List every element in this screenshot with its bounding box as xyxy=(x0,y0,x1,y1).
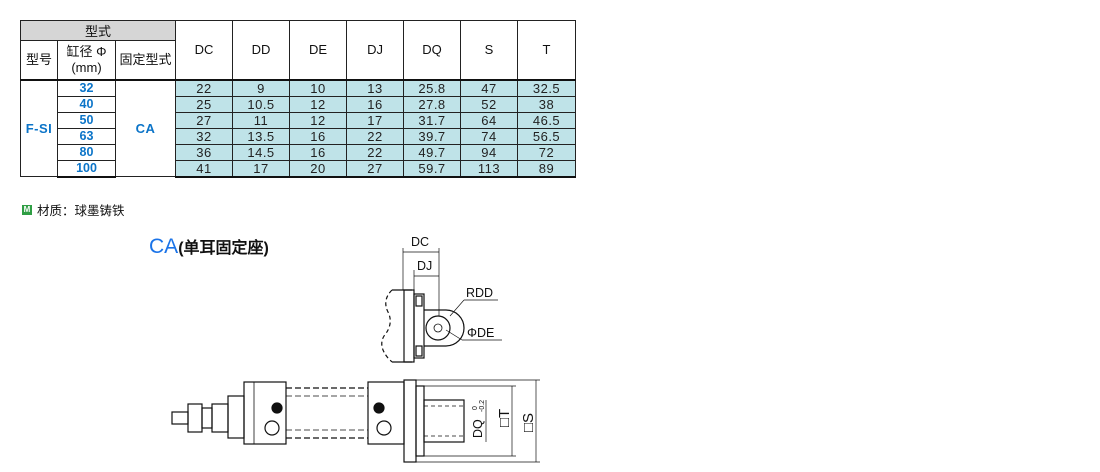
col-header-t: T xyxy=(517,20,577,80)
value-cell-dj: 22 xyxy=(346,127,405,145)
value-cell-dd: 14.5 xyxy=(232,143,291,161)
value-cell-dd: 17 xyxy=(232,159,291,178)
col-header-bore: 缸径 Φ (mm) xyxy=(57,40,116,80)
col-header-dc: DC xyxy=(175,20,234,80)
value-cell-dd: 13.5 xyxy=(232,127,291,145)
value-cell-dd: 9 xyxy=(232,79,291,97)
cylinder-side-view xyxy=(171,379,540,463)
value-cell-s: 94 xyxy=(460,143,519,161)
value-cell-de: 16 xyxy=(289,143,348,161)
value-cell-de: 12 xyxy=(289,111,348,129)
value-cell-dc: 32 xyxy=(175,127,234,145)
value-cell-dd: 10.5 xyxy=(232,95,291,113)
technical-drawing: DC DJ RDD ΦDE DQ 0 -0.2 □T □S xyxy=(171,235,540,463)
col-header-bore-line2: (mm) xyxy=(71,59,102,75)
material-note: M 材质：球墨铸铁 xyxy=(22,200,125,219)
value-cell-s: 52 xyxy=(460,95,519,113)
value-cell-dq: 39.7 xyxy=(403,127,462,145)
value-cell-s: 47 xyxy=(460,79,519,97)
value-cell-dj: 13 xyxy=(346,79,405,97)
material-text: 材质：球墨铸铁 xyxy=(37,204,125,218)
value-cell-s: 74 xyxy=(460,127,519,145)
drawing-title-desc: (单耳固定座) xyxy=(178,240,269,257)
col-header-dj: DJ xyxy=(346,20,405,80)
label-dq: DQ xyxy=(471,419,485,438)
col-header-mount: 固定型式 xyxy=(114,40,177,80)
col-header-dd: DD xyxy=(232,20,291,80)
drawing-title: CA(单耳固定座) xyxy=(149,234,269,259)
value-cell-dc: 36 xyxy=(175,143,234,161)
value-cell-dc: 41 xyxy=(175,159,234,178)
col-header-dq: DQ xyxy=(403,20,462,80)
material-icon: M xyxy=(22,204,32,215)
bore-cell: 40 xyxy=(57,95,116,113)
value-cell-t: 56.5 xyxy=(517,127,577,145)
spec-table: 型式 DC DD DE DJ DQ S T 型号 缸径 Φ (mm) 固定型式 … xyxy=(19,20,577,178)
value-cell-dq: 25.8 xyxy=(403,79,462,97)
value-cell-t: 72 xyxy=(517,143,577,161)
clevis-top-view xyxy=(381,248,502,363)
value-cell-dc: 25 xyxy=(175,95,234,113)
label-de: ΦDE xyxy=(467,326,494,340)
value-cell-dc: 27 xyxy=(175,111,234,129)
col-header-s: S xyxy=(460,20,519,80)
value-cell-de: 20 xyxy=(289,159,348,178)
value-cell-de: 16 xyxy=(289,127,348,145)
bore-cell: 63 xyxy=(57,127,116,145)
value-cell-dq: 31.7 xyxy=(403,111,462,129)
value-cell-dj: 22 xyxy=(346,143,405,161)
value-cell-t: 46.5 xyxy=(517,111,577,129)
value-cell-dj: 27 xyxy=(346,159,405,178)
value-cell-dq: 27.8 xyxy=(403,95,462,113)
value-cell-t: 32.5 xyxy=(517,79,577,97)
drawing-title-code: CA xyxy=(149,235,179,258)
bore-cell: 50 xyxy=(57,111,116,129)
value-cell-dj: 16 xyxy=(346,95,405,113)
value-cell-dq: 59.7 xyxy=(403,159,462,178)
value-cell-dq: 49.7 xyxy=(403,143,462,161)
model-cell: F-SI xyxy=(20,79,58,177)
label-dc: DC xyxy=(411,235,429,249)
value-cell-s: 113 xyxy=(460,159,519,178)
col-header-de: DE xyxy=(289,20,348,80)
col-header-model: 型号 xyxy=(20,40,58,80)
bore-cell: 100 xyxy=(57,159,116,178)
value-cell-de: 12 xyxy=(289,95,348,113)
value-cell-dj: 17 xyxy=(346,111,405,129)
value-cell-t: 89 xyxy=(517,159,577,178)
type-group-header: 型式 xyxy=(19,20,177,41)
label-s: □S xyxy=(520,413,537,432)
value-cell-de: 10 xyxy=(289,79,348,97)
label-rdd: RDD xyxy=(466,286,493,300)
value-cell-dd: 11 xyxy=(232,111,291,129)
value-cell-dc: 22 xyxy=(175,79,234,97)
col-header-bore-line1: 缸径 Φ xyxy=(66,43,107,59)
label-dq-tol-bottom: -0.2 xyxy=(479,400,486,412)
mount-cell: CA xyxy=(114,79,177,177)
label-dj: DJ xyxy=(417,259,432,273)
bore-cell: 80 xyxy=(57,143,116,161)
label-t: □T xyxy=(496,409,513,427)
bore-cell: 32 xyxy=(57,79,116,97)
value-cell-t: 38 xyxy=(517,95,577,113)
value-cell-s: 64 xyxy=(460,111,519,129)
label-dq-tol-top: 0 xyxy=(472,406,479,410)
